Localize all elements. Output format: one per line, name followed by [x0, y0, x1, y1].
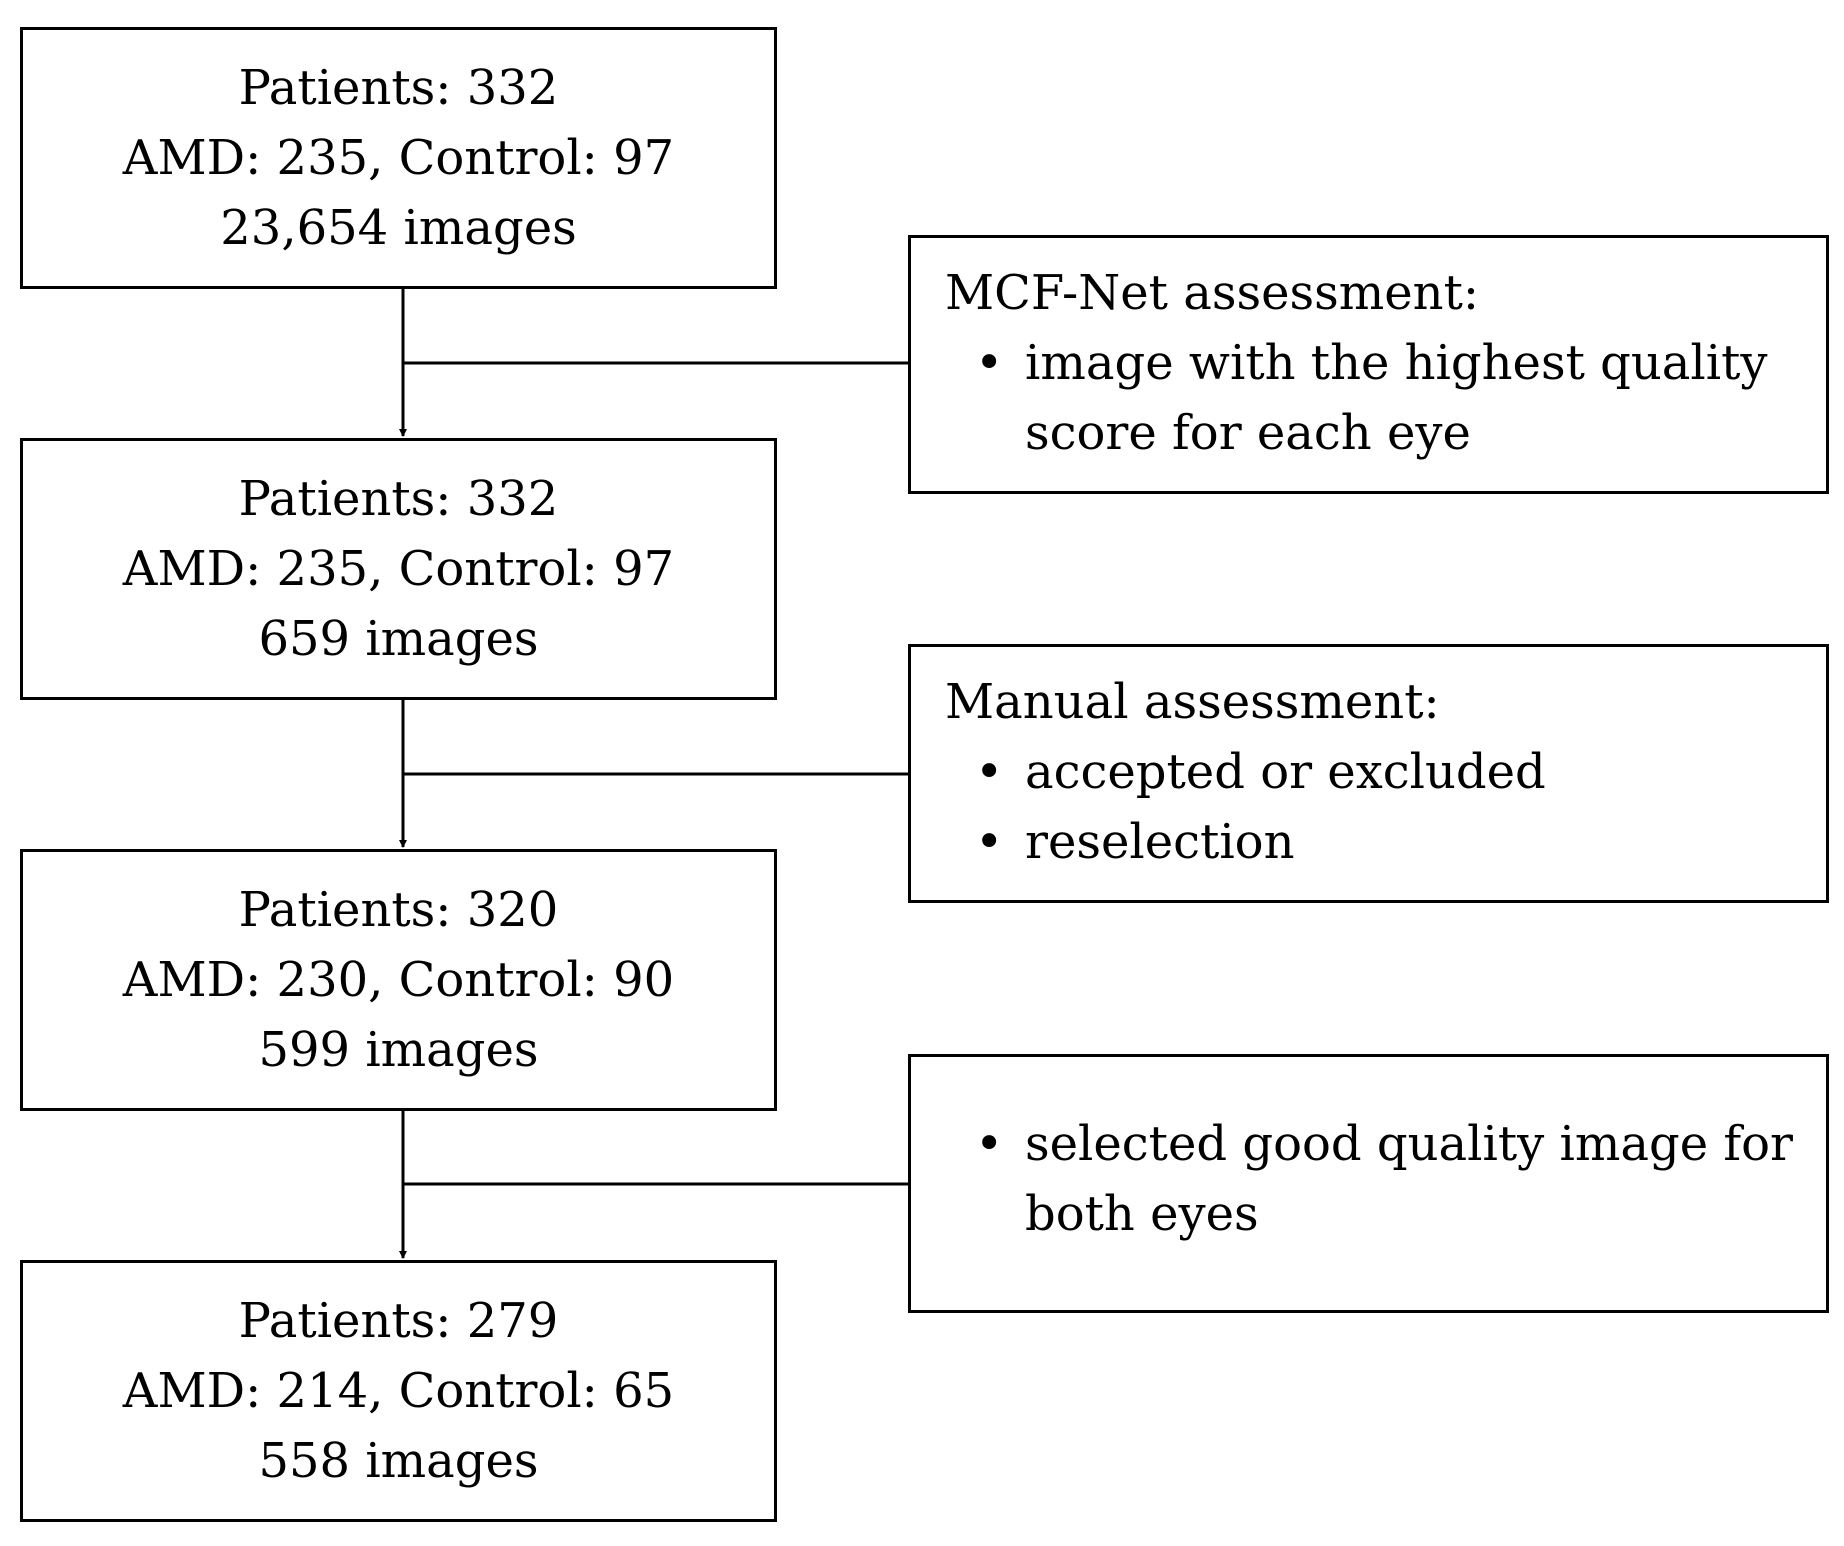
step-bullet-text: accepted or excluded	[1025, 744, 1546, 800]
patients-count: Patients: 332	[238, 471, 559, 527]
step-bullet-item: • image with the highest quality score f…	[945, 328, 1796, 468]
group-counts: AMD: 230, Control: 90	[122, 952, 675, 1008]
step-bullet-text: reselection	[1025, 814, 1295, 870]
step-bullet-text: selected good quality image for both eye…	[1025, 1116, 1793, 1242]
step-bullet-item: • accepted or excluded	[945, 737, 1796, 807]
patients-count: Patients: 279	[238, 1293, 559, 1349]
group-counts: AMD: 214, Control: 65	[122, 1363, 675, 1419]
stage-box-final: Patients: 279 AMD: 214, Control: 65 558 …	[20, 1260, 777, 1522]
step-bullet-item: • selected good quality image for both e…	[945, 1109, 1796, 1249]
bullet-dot-icon: •	[975, 335, 1004, 391]
step-box-selection: • selected good quality image for both e…	[908, 1054, 1829, 1313]
patients-count: Patients: 320	[238, 882, 559, 938]
group-counts: AMD: 235, Control: 97	[122, 541, 675, 597]
stage-box-after-mcf-net: Patients: 332 AMD: 235, Control: 97 659 …	[20, 438, 777, 700]
bullet-dot-icon: •	[975, 814, 1004, 870]
step-heading: MCF-Net assessment:	[945, 265, 1480, 321]
bullet-dot-icon: •	[975, 744, 1004, 800]
image-count: 599 images	[258, 1022, 539, 1078]
bullet-dot-icon: •	[975, 1116, 1004, 1172]
step-bullet-list: • image with the highest quality score f…	[945, 328, 1796, 468]
group-counts: AMD: 235, Control: 97	[122, 130, 675, 186]
step-box-manual: Manual assessment: • accepted or exclude…	[908, 644, 1829, 903]
patients-count: Patients: 332	[238, 60, 559, 116]
step-box-mcf-net: MCF-Net assessment: • image with the hig…	[908, 235, 1829, 494]
image-count: 23,654 images	[220, 200, 577, 256]
step-bullet-list: • accepted or excluded • reselection	[945, 737, 1796, 877]
step-bullet-item: • reselection	[945, 807, 1796, 877]
step-heading: Manual assessment:	[945, 674, 1440, 730]
image-count: 659 images	[258, 611, 539, 667]
image-count: 558 images	[258, 1433, 539, 1489]
stage-box-initial: Patients: 332 AMD: 235, Control: 97 23,6…	[20, 27, 777, 289]
stage-box-after-manual: Patients: 320 AMD: 230, Control: 90 599 …	[20, 849, 777, 1111]
step-bullet-text: image with the highest quality score for…	[1025, 335, 1768, 461]
step-bullet-list: • selected good quality image for both e…	[945, 1109, 1796, 1249]
